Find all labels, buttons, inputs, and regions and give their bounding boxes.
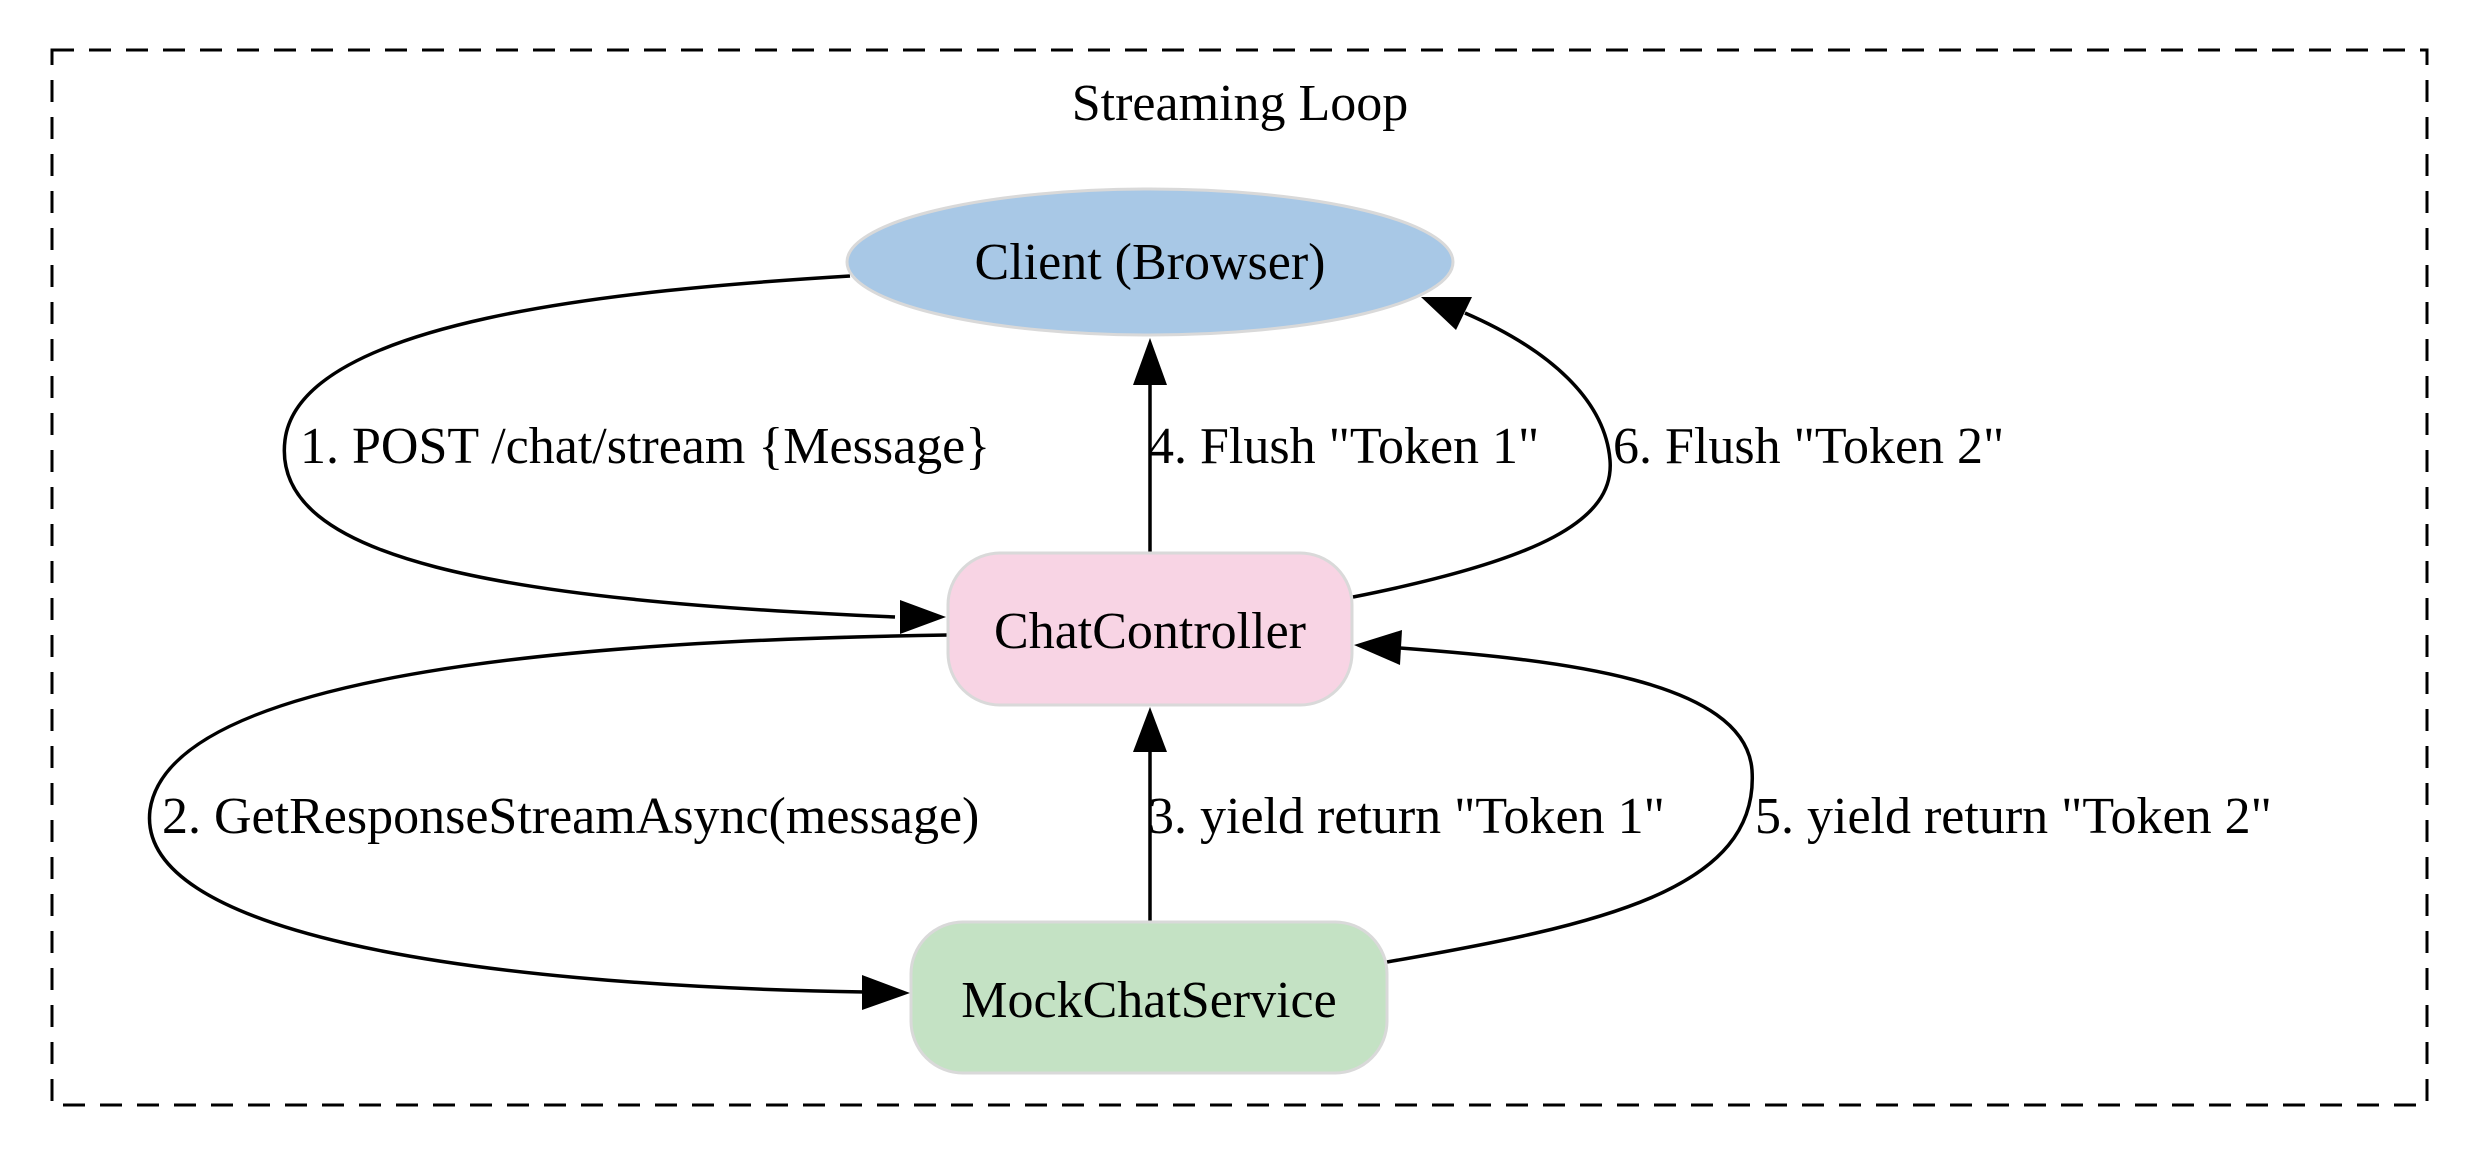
mock-chat-service-node[interactable]: MockChatService — [909, 920, 1389, 1075]
edge-1-arrowhead — [900, 600, 946, 634]
edge-1-label: 1. POST /chat/stream {Message} — [300, 418, 990, 475]
edge-2-path — [147, 633, 949, 994]
chat-controller-node-label: ChatController — [994, 603, 1306, 660]
edge-2-arrowhead — [862, 975, 910, 1010]
edge-4-arrowhead — [1133, 338, 1167, 385]
edge-6-label: 6. Flush "Token 2" — [1613, 418, 2004, 475]
edge-6-path — [1352, 311, 1612, 599]
edge-4-label: 4. Flush "Token 1" — [1148, 418, 1539, 475]
edge-5-arrowhead — [1354, 630, 1402, 665]
edge-3-arrowhead — [1133, 707, 1167, 752]
client-node[interactable]: Client (Browser) — [845, 187, 1455, 337]
client-node-label: Client (Browser) — [975, 234, 1326, 291]
edge-2-label: 2. GetResponseStreamAsync(message) — [162, 788, 979, 845]
mock-chat-service-node-label: MockChatService — [961, 972, 1336, 1029]
edge-6-arrowhead — [1421, 297, 1472, 330]
edge-1-path — [282, 274, 896, 619]
edge-3-label: 3. yield return "Token 1" — [1148, 788, 1665, 845]
edge-5-path — [1386, 646, 1754, 964]
edge-5-label: 5. yield return "Token 2" — [1755, 788, 2272, 845]
streaming-loop-cluster — [50, 48, 2429, 1107]
cluster-title: Streaming Loop — [1072, 75, 1409, 132]
chat-controller-node[interactable]: ChatController — [946, 551, 1354, 707]
